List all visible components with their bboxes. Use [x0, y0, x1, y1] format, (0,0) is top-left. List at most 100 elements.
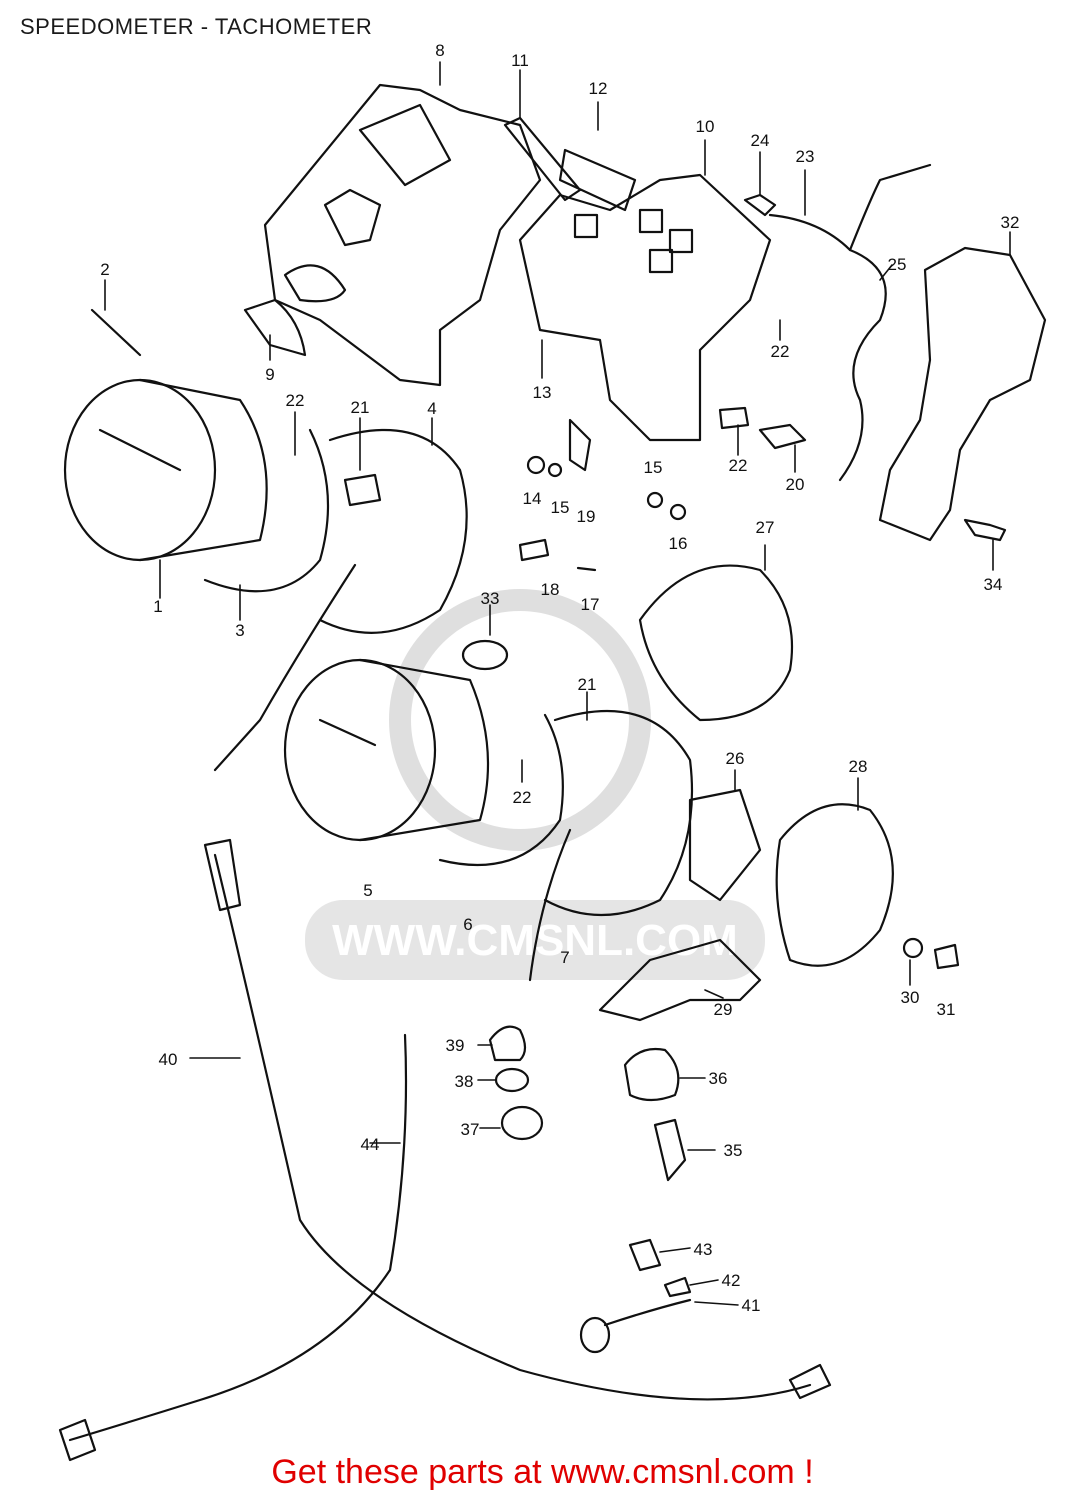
- lamp-window-4: [573, 213, 599, 239]
- speedometer-ring: [203, 428, 330, 593]
- nut-31: [933, 943, 960, 970]
- grommet-33: [461, 639, 509, 671]
- tachometer-ring: [438, 713, 564, 867]
- callout-8: 8: [435, 41, 444, 60]
- meter-bracket-29: [598, 938, 762, 1022]
- wiring-harness: [768, 213, 887, 482]
- meter-bracket-rear: [878, 246, 1047, 542]
- callout-22b: 22: [729, 456, 748, 475]
- callout-1: 1: [153, 597, 162, 616]
- bolt-34: [963, 518, 1007, 542]
- callout-5: 5: [363, 881, 372, 900]
- callout-40: 40: [159, 1050, 178, 1069]
- washer-37: [500, 1105, 544, 1141]
- cushion-39: [488, 1025, 527, 1062]
- meter-cover-recess: [283, 264, 347, 303]
- page-title: SPEEDOMETER - TACHOMETER: [20, 14, 373, 39]
- callout-21b: 21: [578, 675, 597, 694]
- callout-19: 19: [577, 507, 596, 526]
- callout-25: 25: [888, 255, 907, 274]
- washer-15b: [646, 491, 664, 509]
- clip-9: [243, 298, 307, 357]
- cable-end-right: [788, 1363, 832, 1400]
- meter-cover-28: [775, 803, 894, 967]
- callout-28: 28: [849, 757, 868, 776]
- tachometer-cable-44: [68, 1033, 408, 1442]
- callout-37: 37: [461, 1120, 480, 1139]
- bulb-20: [758, 423, 807, 450]
- callout-38: 38: [455, 1072, 474, 1091]
- leader-lines: [104, 61, 1011, 1306]
- speedometer-face: [63, 378, 217, 562]
- callout-16: 16: [669, 534, 688, 553]
- fitting-43: [628, 1238, 662, 1272]
- callout-22a: 22: [286, 391, 305, 410]
- callout-41: 41: [742, 1296, 761, 1315]
- callout-42: 42: [722, 1271, 741, 1290]
- tachometer-needle: [318, 718, 377, 747]
- callout-12: 12: [589, 79, 608, 98]
- callout-43: 43: [694, 1240, 713, 1259]
- meter-cover-upper: [263, 83, 542, 387]
- callout-13: 13: [533, 383, 552, 402]
- callout-2: 2: [100, 260, 109, 279]
- callout-35: 35: [724, 1141, 743, 1160]
- footer-cta-link[interactable]: Get these parts at www.cmsnl.com !: [271, 1453, 814, 1491]
- callout-11: 11: [511, 51, 529, 70]
- callout-17: 17: [581, 595, 600, 614]
- callout-18: 18: [541, 580, 560, 599]
- callout-26: 26: [726, 749, 745, 768]
- screw-17: [576, 566, 597, 572]
- callout-30: 30: [901, 988, 920, 1007]
- callout-20: 20: [786, 475, 805, 494]
- callout-22d: 22: [513, 788, 532, 807]
- clamp-18: [518, 538, 550, 562]
- bulb-pin-2: [90, 308, 142, 357]
- callout-4: 4: [427, 399, 436, 418]
- watermark-text: WWW.CMSNL.COM: [332, 916, 738, 965]
- callout-24: 24: [751, 131, 770, 150]
- washer-42: [663, 1276, 692, 1298]
- callout-27: 27: [756, 518, 775, 537]
- lamp-window-2: [668, 228, 694, 254]
- bulb-socket: [743, 193, 777, 217]
- meter-cover-27: [638, 564, 794, 722]
- speedometer-case: [318, 428, 468, 634]
- wire-lead: [848, 163, 932, 252]
- callout-7: 7: [560, 948, 569, 967]
- callout-39: 39: [446, 1036, 465, 1055]
- tachometer-case: [543, 709, 694, 917]
- callout-31: 31: [937, 1000, 956, 1019]
- meter-cover-window-1: [323, 188, 382, 247]
- speedometer-needle: [98, 428, 182, 472]
- grommet-36: [623, 1047, 680, 1102]
- callout-34: 34: [984, 575, 1003, 594]
- washer-38: [494, 1067, 530, 1093]
- callout-6: 6: [463, 915, 472, 934]
- watermark: WWW.CMSNL.COM: [305, 589, 765, 980]
- bulb-socket-21: [343, 473, 382, 507]
- cap-41: [579, 1316, 611, 1354]
- tacho-lead-wire: [528, 828, 572, 982]
- callout-29: 29: [714, 1000, 733, 1019]
- washer-15a: [547, 462, 563, 478]
- speedometer-cable-40: [213, 853, 812, 1401]
- nut-14: [526, 455, 546, 475]
- callout-14: 14: [523, 489, 542, 508]
- callout-23: 23: [796, 147, 815, 166]
- callout-44: 44: [361, 1135, 380, 1154]
- bulb-22: [718, 406, 750, 430]
- nut-16: [669, 503, 687, 521]
- cable-end-top: [203, 838, 242, 912]
- watermark-ring: [389, 589, 651, 851]
- callout-3: 3: [235, 621, 244, 640]
- callout-15a: 15: [551, 498, 570, 517]
- callout-labels: 1 2 3 4 5 6 7 8 9 10 11 12 13 14 15 15 1…: [100, 41, 1019, 1315]
- callout-15b: 15: [644, 458, 663, 477]
- washer-30: [902, 937, 924, 959]
- indicator-strip: [503, 116, 582, 202]
- lamp-window-3: [648, 248, 674, 274]
- bracket-26: [688, 788, 762, 902]
- collar-35: [653, 1118, 687, 1182]
